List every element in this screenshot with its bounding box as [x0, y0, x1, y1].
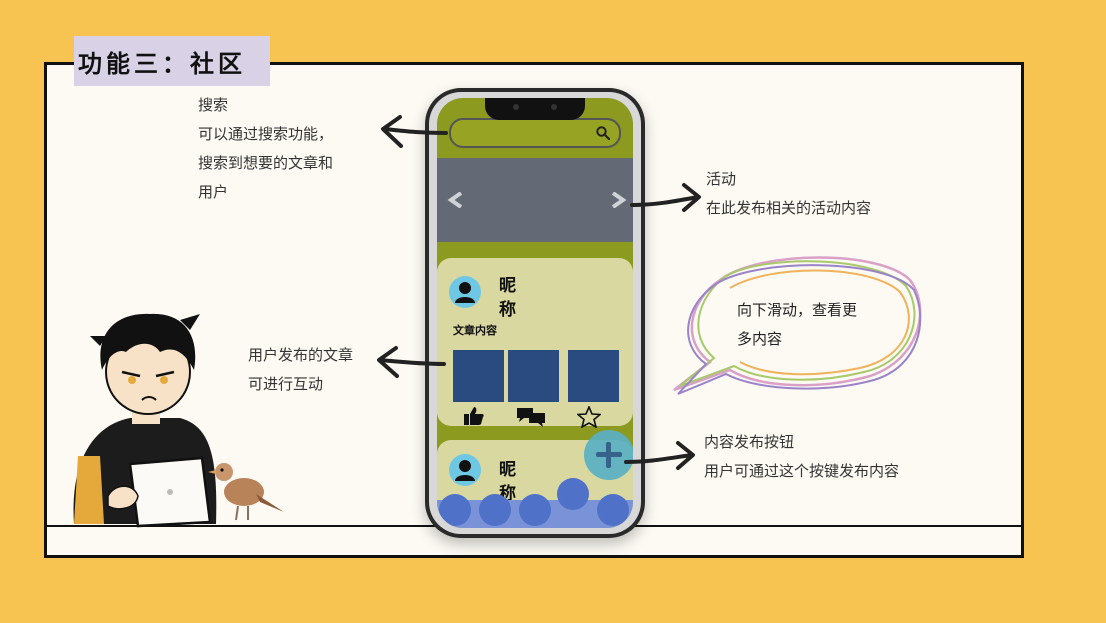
nickname-char: 昵	[499, 276, 516, 296]
search-note-line: 用户	[198, 183, 229, 201]
article-image[interactable]	[568, 350, 619, 402]
arrow-publish	[624, 441, 695, 470]
search-note-line: 搜索	[198, 96, 229, 114]
page-title: 功能三：社区	[74, 36, 270, 86]
nav-item[interactable]	[439, 494, 471, 526]
activity-note: 活动 在此发布相关的活动内容	[706, 165, 871, 223]
article-note: 用户发布的文章 可进行互动	[248, 341, 353, 399]
article-card[interactable]: 昵 称 文章内容	[437, 258, 633, 428]
activity-note-line: 活动	[706, 170, 737, 188]
article-note-line: 可进行互动	[248, 375, 324, 393]
nav-item[interactable]	[557, 478, 589, 510]
phone-screen: 昵 称 文章内容	[437, 98, 633, 528]
arrow-search	[381, 115, 448, 148]
arrow-article	[377, 346, 446, 378]
phone-mockup: 昵 称 文章内容	[425, 88, 645, 538]
phone-notch	[485, 98, 585, 120]
publish-note-line: 内容发布按钮	[704, 433, 795, 451]
publish-button[interactable]	[584, 430, 633, 480]
sensor-dot	[551, 104, 557, 110]
search-note: 搜索 可以通过搜索功能， 搜索到想要的文章和 用户	[198, 91, 333, 207]
user-icon	[455, 460, 475, 481]
article-image[interactable]	[508, 350, 559, 402]
publish-note: 内容发布按钮 用户可通过这个按键发布内容	[704, 428, 899, 486]
comment-icon[interactable]	[515, 406, 547, 428]
scroll-note-line: 向下滑动，查看更	[737, 301, 858, 319]
article-note-line: 用户发布的文章	[248, 346, 354, 364]
search-icon[interactable]	[595, 125, 611, 141]
search-note-line: 搜索到想要的文章和	[198, 154, 334, 172]
arrow-activity	[630, 183, 701, 212]
article-image[interactable]	[453, 350, 504, 402]
thumbs-up-icon[interactable]	[463, 406, 485, 426]
nav-item[interactable]	[479, 494, 511, 526]
avatar[interactable]	[449, 276, 481, 308]
nickname-char: 昵	[499, 460, 516, 480]
nav-item[interactable]	[519, 494, 551, 526]
nav-item[interactable]	[597, 494, 629, 526]
publish-note-line: 用户可通过这个按键发布内容	[704, 462, 900, 480]
nickname: 昵 称	[499, 274, 521, 322]
nickname-char: 称	[499, 300, 516, 320]
star-icon[interactable]	[577, 406, 601, 428]
bottom-nav	[437, 478, 633, 528]
activity-banner[interactable]	[437, 158, 633, 242]
scroll-note: 向下滑动，查看更 多内容	[737, 296, 857, 354]
article-content-label: 文章内容	[453, 324, 497, 337]
plus-icon	[606, 442, 611, 468]
avatar[interactable]	[449, 454, 481, 486]
camera-dot	[513, 104, 519, 110]
scroll-note-line: 多内容	[737, 330, 783, 348]
chevron-left-icon[interactable]	[447, 192, 467, 208]
character-illustration	[73, 313, 284, 528]
speech-bubble	[673, 256, 922, 395]
activity-note-line: 在此发布相关的活动内容	[706, 199, 872, 217]
chevron-right-icon[interactable]	[607, 192, 627, 208]
search-note-line: 可以通过搜索功能，	[198, 125, 334, 143]
user-icon	[455, 282, 475, 303]
